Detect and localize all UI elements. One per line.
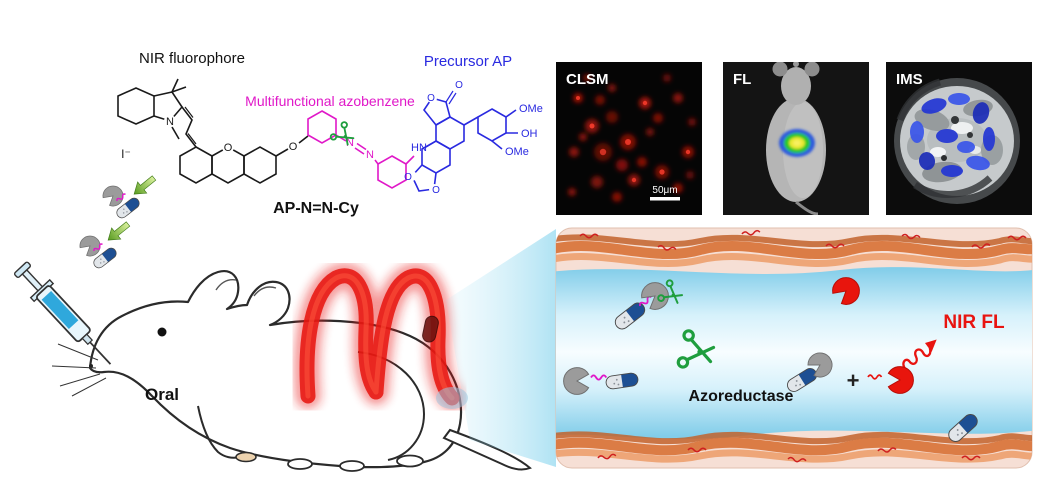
mouse-eye: [157, 327, 167, 337]
reaction-scheme: N I⁻ O O N N: [76, 50, 543, 271]
mouse-front-leg: [197, 405, 241, 459]
atom-label-nh: HN: [411, 142, 427, 154]
gut-wall-bottom: [556, 431, 1032, 463]
ims-label: IMS: [896, 71, 923, 88]
mouse-foot: [235, 451, 257, 463]
green-arrow-icon: [103, 218, 133, 247]
dosing-scene: Oral: [13, 261, 532, 472]
nir-fl-label: NIR FL: [943, 312, 1005, 333]
atom-label-o-carbonyl: O: [455, 80, 463, 91]
nir-fluorophore-label: NIR fluorophore: [139, 50, 245, 67]
atom-label-n-indole: N: [166, 116, 174, 128]
mouse-ear-inner: [215, 279, 277, 297]
clsm-panel: CLSM 50μm: [556, 62, 702, 215]
mouse-tail: [442, 428, 532, 471]
fluorescence-spots: [568, 74, 696, 202]
capsule-conjugate-icon: [99, 181, 142, 221]
atom-label-oh: OH: [521, 128, 538, 140]
nir-emission-arrow: [902, 339, 937, 371]
green-arrow-icon: [129, 172, 159, 201]
syringe-icon: [13, 261, 112, 365]
xanthene-structure: [179, 135, 309, 184]
atom-label-o-dioxole-2: O: [404, 172, 412, 183]
atom-label-azo-n1: N: [346, 137, 354, 149]
counterion-label: I⁻: [121, 147, 131, 161]
cecum-shade: [436, 387, 468, 409]
mouse-illustration: [88, 270, 463, 469]
plus-sign: +: [847, 368, 860, 393]
fl-panel: FL: [723, 62, 869, 215]
ingested-capsule-icon: [422, 315, 439, 343]
precursor-ap-label: Precursor AP: [424, 53, 512, 70]
mouse-foot: [396, 454, 424, 468]
clsm-label: CLSM: [566, 71, 609, 88]
precursor-ap-structure: [407, 90, 518, 194]
atom-label-ome-top: OMe: [519, 103, 543, 115]
azobenzene-structure: [307, 110, 415, 189]
atom-label-o-xanthene: O: [224, 142, 233, 154]
atom-label-o-dioxole-1: O: [432, 185, 440, 196]
gut-panel: NIR FL Azoreductase +: [555, 227, 1033, 469]
ims-tissue-image: [894, 78, 1020, 204]
compound-name-label: AP-N=N-Cy: [273, 200, 359, 217]
magnification-beam: [446, 229, 556, 467]
clsm-scalebar-label: 50μm: [652, 185, 677, 196]
fl-signal-spot: [779, 129, 815, 157]
ims-panel: IMS: [886, 62, 1032, 215]
cleavage-reaction: +: [784, 348, 914, 395]
gut-wall-top: [556, 234, 1032, 267]
fl-label: FL: [733, 71, 751, 88]
atom-label-o-lactone: O: [427, 93, 435, 104]
mouse-foot: [287, 458, 313, 470]
mouse-whiskers: [51, 343, 107, 397]
azoreductase-label: Azoreductase: [689, 388, 794, 405]
fl-mouse-image: [766, 62, 826, 215]
oral-label: Oral: [145, 385, 179, 404]
colon-fluorescence: [294, 262, 468, 411]
atom-label-azo-n2: N: [366, 149, 374, 161]
mouse-nose: [89, 364, 93, 368]
mouse-foot: [339, 460, 365, 472]
azobenzene-label: Multifunctional azobenzene: [245, 93, 415, 109]
clsm-scalebar: [650, 197, 680, 201]
gut-lumen: [556, 267, 1032, 439]
nir-fluorophore-structure: [117, 78, 197, 148]
atom-label-ome-bottom: OMe: [505, 146, 529, 158]
atom-label-o-ether: O: [289, 141, 298, 153]
